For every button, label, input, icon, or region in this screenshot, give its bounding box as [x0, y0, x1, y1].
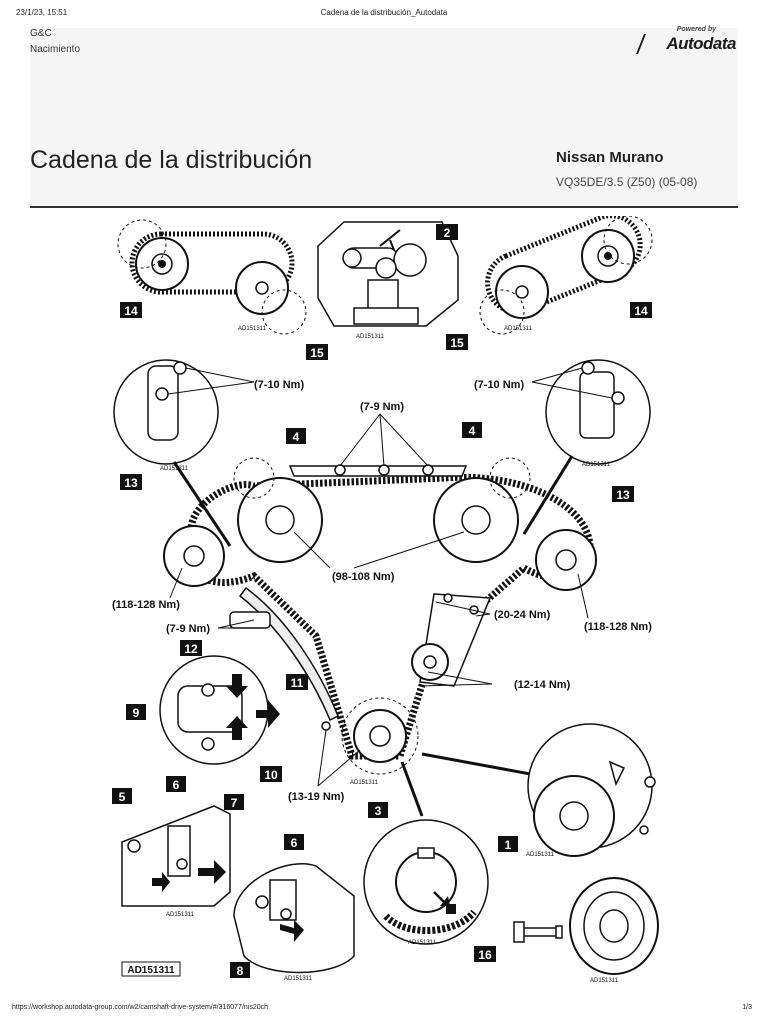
- image-id-caption: AD151311: [284, 976, 313, 982]
- logo-slash-icon: [636, 34, 646, 54]
- detail-cam-tool-left: [121, 805, 231, 907]
- callout-text: 15: [450, 336, 464, 350]
- callout-13-right: 13: [612, 486, 634, 502]
- callout-text: 4: [293, 430, 300, 444]
- detail-right-tensioner-bolts: [522, 359, 651, 535]
- detail-top-center: [317, 221, 459, 327]
- image-id-caption: AD151311: [408, 940, 437, 946]
- torque-label: (7-9 Nm): [166, 623, 210, 635]
- callout-text: 9: [133, 706, 140, 720]
- callout-text: 5: [119, 790, 126, 804]
- callout-text: 8: [237, 964, 244, 978]
- detail-top-right: [479, 213, 653, 335]
- vehicle-model: Nissan Murano: [556, 149, 664, 166]
- callout-text: 7: [231, 796, 238, 810]
- torque-label: (13-19 Nm): [288, 791, 345, 803]
- torque-label: (98-108 Nm): [332, 571, 395, 583]
- print-date: 23/1/23, 15:51: [16, 8, 68, 17]
- image-id-caption: AD151311: [166, 912, 195, 918]
- image-id-caption: AD151311: [160, 466, 189, 472]
- callout-12: 12: [180, 640, 202, 656]
- callout-14-right: 14: [630, 302, 652, 318]
- callout-6-left: 6: [166, 776, 186, 792]
- callout-14-left: 14: [120, 302, 142, 318]
- callout-4-right: 4: [462, 422, 482, 438]
- breadcrumb-company[interactable]: G&C: [30, 28, 52, 39]
- callout-text: 10: [264, 768, 278, 782]
- callout-text: 16: [478, 948, 492, 962]
- print-document-title: Cadena de la distribución_Autodata: [320, 8, 448, 17]
- detail-cam-tool-center: [233, 862, 355, 974]
- torque-label: (7-10 Nm): [474, 379, 524, 391]
- detail-left-tensioner-bolts: [113, 359, 255, 547]
- image-id-caption: AD151311: [504, 326, 533, 332]
- callout-text: 13: [124, 476, 138, 490]
- title-band: Cadena de la distribución Nissan Murano …: [30, 80, 738, 208]
- torque-label: (118-128 Nm): [584, 621, 652, 633]
- timing-chain-diagram: 14 15 2 15 14 13 13 4 4 12 11 9 10 5 6 7…: [104, 213, 664, 988]
- page-title: Cadena de la distribución: [30, 146, 313, 174]
- detail-crank-key: [363, 819, 489, 945]
- callout-10: 10: [260, 766, 282, 782]
- callout-text: 6: [291, 836, 298, 850]
- callout-2: 2: [436, 224, 458, 240]
- torque-label: (7-9 Nm): [360, 401, 404, 413]
- callout-1: 1: [498, 836, 518, 852]
- callout-7: 7: [224, 794, 244, 810]
- callout-text: 2: [444, 226, 451, 240]
- upper-chain-guide: [288, 465, 468, 477]
- callout-text: 4: [469, 424, 476, 438]
- callout-text: 13: [616, 488, 630, 502]
- callout-5: 5: [112, 788, 132, 804]
- detail-top-left: [117, 219, 307, 335]
- torque-label: (118-128 Nm): [112, 599, 180, 611]
- callout-11: 11: [286, 674, 308, 690]
- image-id-caption: AD151311: [238, 326, 267, 332]
- image-id-caption: AD151311: [356, 334, 385, 340]
- image-id-caption: AD151311: [590, 978, 619, 984]
- callout-text: 11: [291, 676, 304, 690]
- callout-text: 14: [124, 304, 138, 318]
- callout-text: 15: [310, 346, 324, 360]
- image-id-caption: AD151311: [526, 852, 555, 858]
- vehicle-engine: VQ35DE/3.5 (Z50) (05-08): [556, 175, 698, 189]
- callout-text: 3: [375, 804, 382, 818]
- logo-brand: Autodata: [666, 34, 736, 53]
- footer-url[interactable]: https://workshop.autodata-group.com/w2/c…: [12, 1004, 269, 1011]
- diagram-svg: 14 15 2 15 14 13 13 4 4 12 11 9 10 5 6 7…: [112, 213, 659, 984]
- callout-text: 14: [634, 304, 648, 318]
- callout-16: 16: [474, 946, 496, 962]
- callout-6-center: 6: [284, 834, 304, 850]
- callout-text: 12: [184, 642, 198, 656]
- detail-pulley-bolt: [513, 877, 659, 975]
- timing-chain: [184, 473, 594, 760]
- callout-text: 1: [505, 838, 512, 852]
- logo-powered-by: Powered by: [676, 26, 716, 33]
- image-id-caption: AD151311: [350, 780, 379, 786]
- timing-chain-main: [163, 413, 597, 817]
- page-top-bar: G&C Nacimiento Powered by Autodata: [30, 26, 738, 81]
- torque-label: (7-10 Nm): [254, 379, 304, 391]
- callout-text: 6: [173, 778, 180, 792]
- callout-8: 8: [230, 962, 250, 978]
- callout-15-left: 15: [306, 344, 328, 360]
- footer-page-number: 1/3: [742, 1004, 752, 1011]
- figure-id-box: AD151311: [121, 961, 181, 977]
- image-id-caption: AD151311: [582, 462, 611, 468]
- autodata-logo: Powered by Autodata: [636, 26, 736, 58]
- callout-9: 9: [126, 704, 146, 720]
- detail-tensioner: [159, 655, 280, 765]
- print-header: 23/1/23, 15:51 Cadena de la distribución…: [0, 8, 768, 22]
- callout-13-left: 13: [120, 474, 142, 490]
- breadcrumb-section[interactable]: Nacimiento: [30, 44, 81, 55]
- torque-label: (12-14 Nm): [514, 679, 571, 691]
- torque-label: (20-24 Nm): [494, 609, 551, 621]
- callout-4-left: 4: [286, 428, 306, 444]
- detail-crank-pulley: [527, 723, 656, 857]
- figure-id-label: AD151311: [127, 965, 175, 976]
- callout-15-right: 15: [446, 334, 468, 350]
- callout-3: 3: [368, 802, 388, 818]
